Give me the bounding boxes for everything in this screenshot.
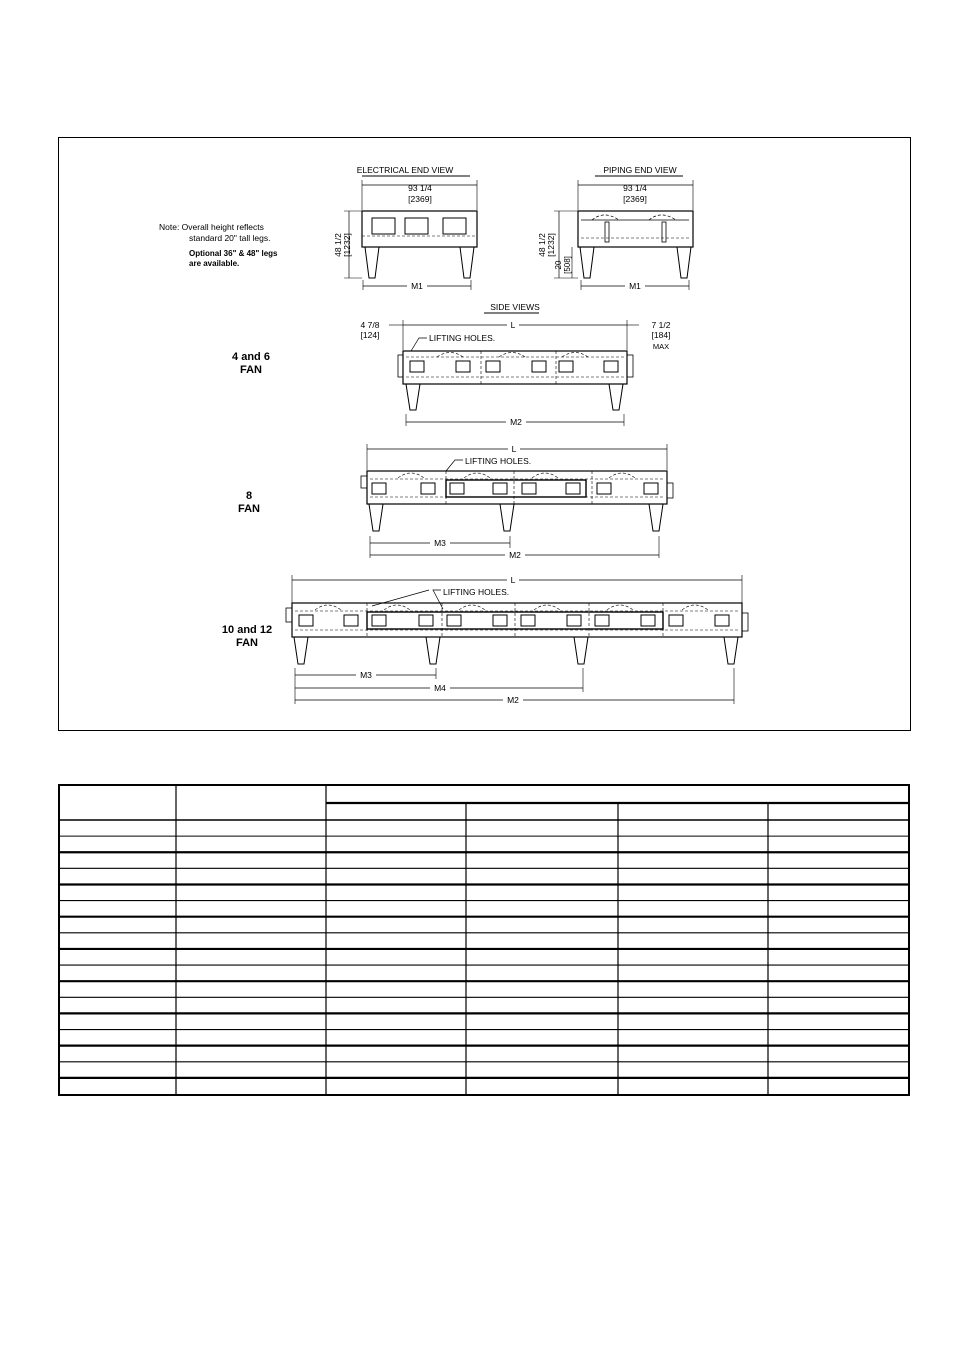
note-line-3: Optional 36" & 48" legs: [189, 249, 278, 258]
view-10-12-m3: M3: [360, 670, 372, 680]
view-4-6-label-1: 4 and 6: [232, 351, 270, 363]
legs-note: Note: Overall height reflects standard 2…: [159, 222, 278, 268]
note-line-2: standard 20" tall legs.: [189, 233, 270, 243]
piping-end-view-title: PIPING END VIEW: [603, 165, 676, 175]
piping-width: 93 1/4: [623, 183, 647, 193]
view-8-label-1: 8: [246, 490, 252, 502]
piping-height-mm: [1232]: [546, 233, 556, 257]
view-4-6-label-2: FAN: [240, 364, 262, 376]
piping-m1: M1: [629, 281, 641, 291]
view-8-m2: M2: [509, 550, 521, 560]
view-10-12-m2: M2: [507, 695, 519, 705]
view-4-6-left-offset-mm: [124]: [361, 330, 380, 340]
note-line-4: are available.: [189, 259, 239, 268]
view-4-6-lifting-holes: LIFTING HOLES.: [429, 333, 495, 343]
piping-end-view: PIPING END VIEW 93 1/4 [2369] 48 1/2 [12…: [537, 165, 694, 291]
side-view-4-6-fan: 4 and 6 FAN L 4 7/8 [124] 7 1/2 [184] MA…: [232, 320, 671, 427]
view-8-label-2: FAN: [238, 503, 260, 515]
note-line-1: Note: Overall height reflects: [159, 222, 264, 232]
drawing-frame: ELECTRICAL END VIEW 93 1/4 [2369] 48 1/2…: [58, 137, 911, 731]
piping-leg: 20: [554, 260, 563, 269]
electrical-width-mm: [2369]: [408, 194, 432, 204]
view-8-lifting-holes: LIFTING HOLES.: [465, 456, 531, 466]
view-10-12-m4: M4: [434, 683, 446, 693]
view-8-m3: M3: [434, 538, 446, 548]
electrical-m1: M1: [411, 281, 423, 291]
piping-height: 48 1/2: [537, 233, 547, 257]
electrical-width: 93 1/4: [408, 183, 432, 193]
view-8-length: L: [512, 444, 517, 454]
piping-leg-mm: [508]: [563, 256, 572, 274]
view-10-12-length: L: [511, 575, 516, 585]
view-4-6-m2: M2: [510, 417, 522, 427]
view-4-6-right-offset: 7 1/2: [652, 320, 671, 330]
view-10-12-label-1: 10 and 12: [222, 624, 272, 636]
side-views-title: SIDE VIEWS: [490, 302, 540, 312]
view-4-6-length: L: [511, 320, 516, 330]
view-10-12-lifting-holes: LIFTING HOLES.: [443, 587, 509, 597]
piping-width-mm: [2369]: [623, 194, 647, 204]
view-4-6-max: MAX: [653, 342, 669, 351]
view-4-6-left-offset: 4 7/8: [361, 320, 380, 330]
electrical-end-view: ELECTRICAL END VIEW 93 1/4 [2369] 48 1/2…: [333, 165, 478, 291]
electrical-height-mm: [1232]: [342, 233, 352, 257]
side-view-8-fan: 8 FAN L LIFTING HOLES.: [238, 444, 674, 560]
view-10-12-label-2: FAN: [236, 637, 258, 649]
view-4-6-right-offset-mm: [184]: [652, 330, 671, 340]
electrical-end-view-title: ELECTRICAL END VIEW: [357, 165, 454, 175]
side-view-10-12-fan: 10 and 12 FAN L LIFTING HOLES.: [222, 575, 749, 705]
electrical-height: 48 1/2: [333, 233, 343, 257]
dimension-table: [58, 784, 910, 1096]
